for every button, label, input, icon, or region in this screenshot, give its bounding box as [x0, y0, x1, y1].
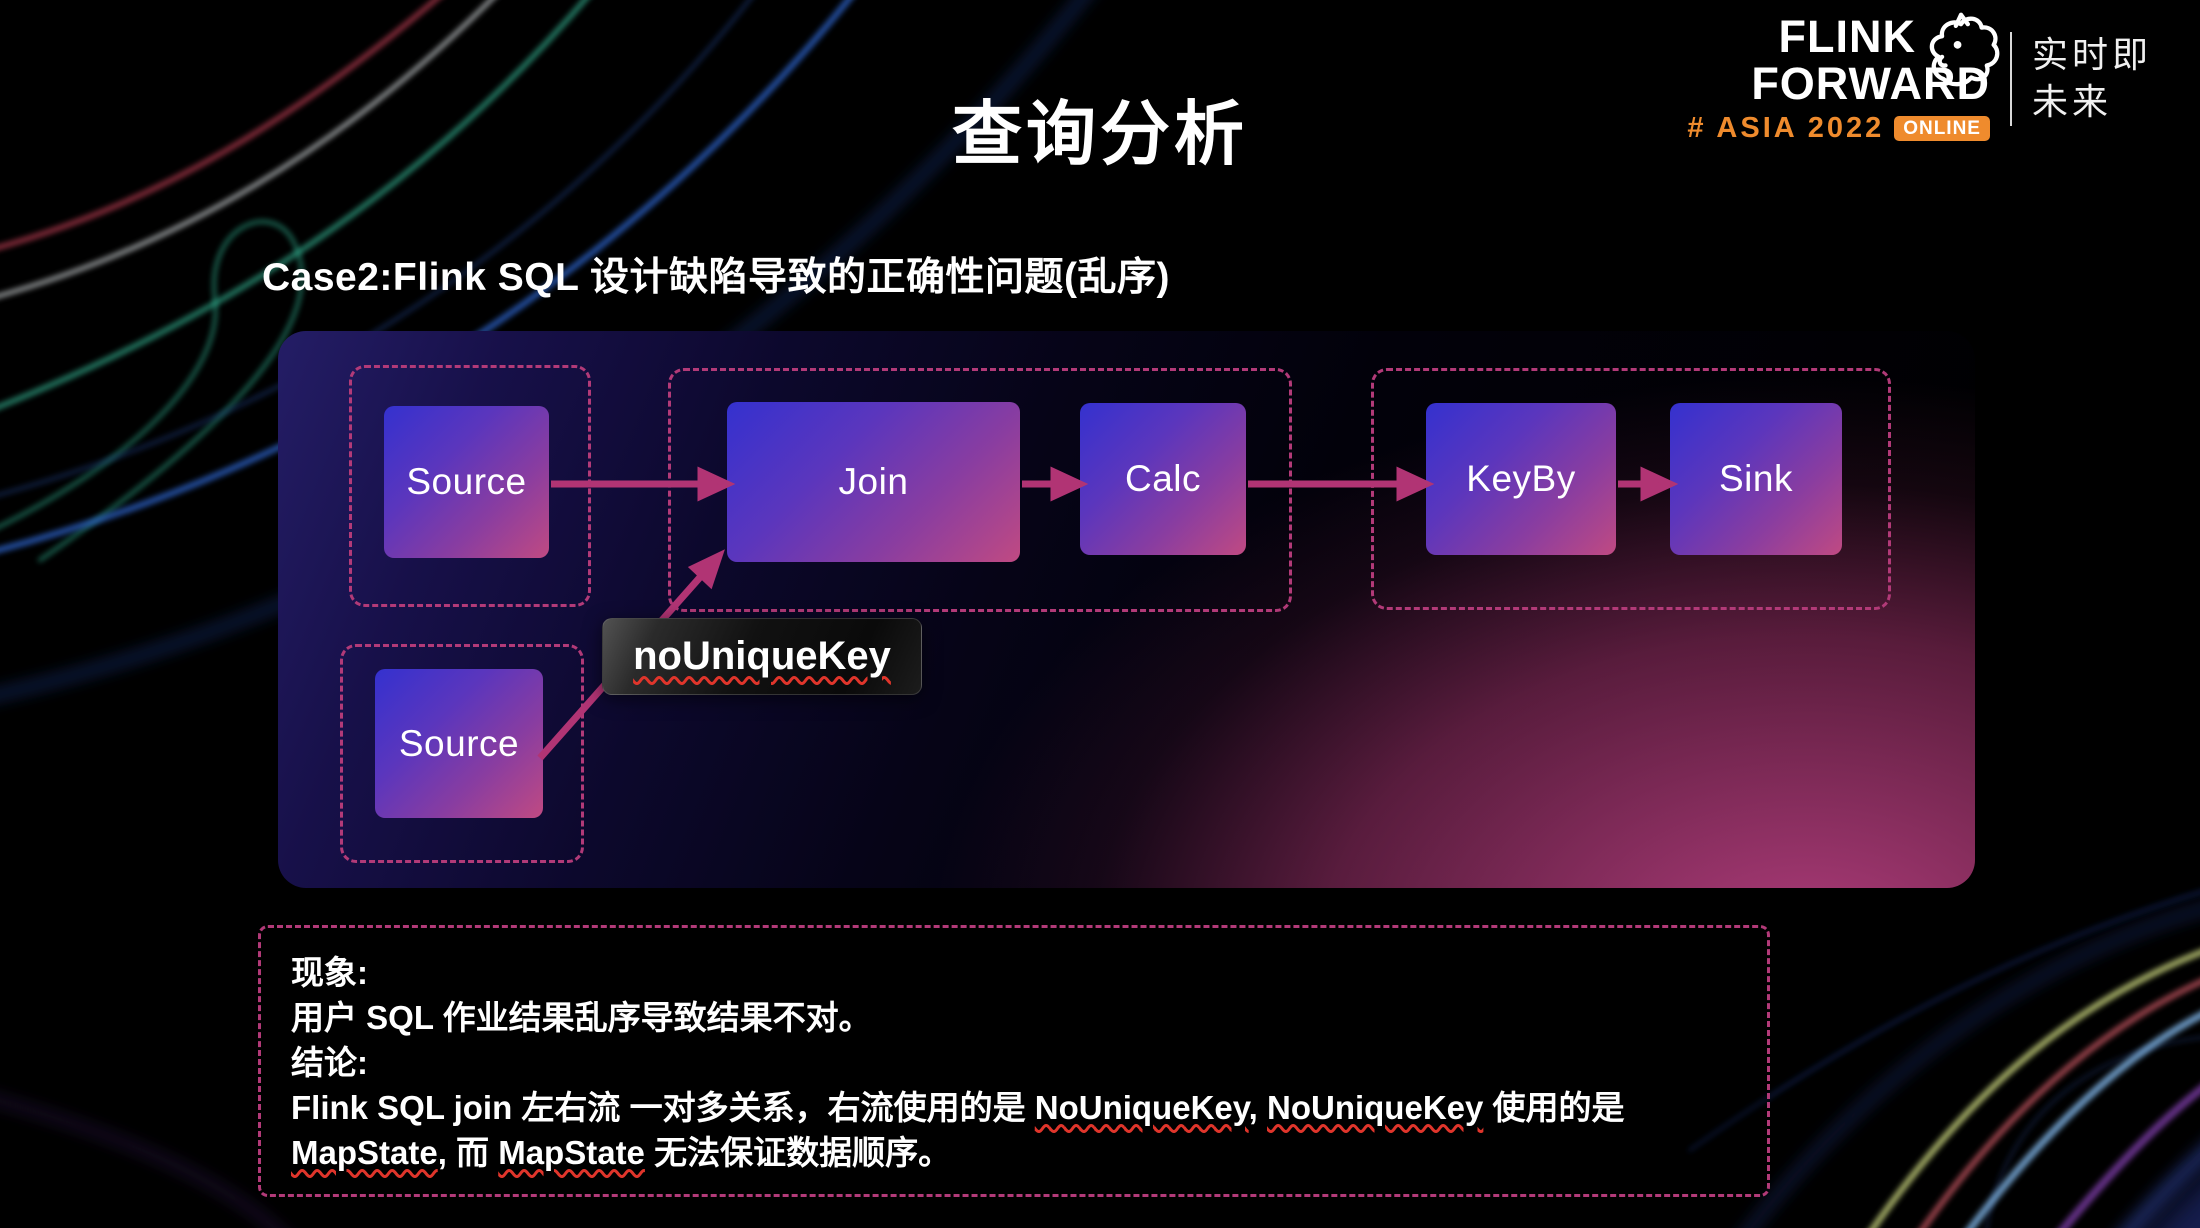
logo-tagline: 实时即 未来	[2032, 32, 2152, 126]
group-keyby-sink	[1371, 368, 1891, 610]
conclusion-text: Flink SQL join 左右流 一对多关系，右流使用的是 NoUnique…	[291, 1089, 1625, 1171]
node-sink-label: Sink	[1719, 458, 1793, 499]
node-sink: Sink	[1670, 403, 1842, 555]
notes-box: 现象: 用户 SQL 作业结果乱序导致结果不对。 结论: Flink SQL j…	[258, 925, 1770, 1197]
header-logo: FLINK FORWARD # ASIA 2022 ONLINE 实时即 未来	[1687, 11, 2152, 144]
node-calc: Calc	[1080, 403, 1246, 555]
node-source-bottom-label: Source	[398, 722, 520, 764]
node-join: Join	[727, 402, 1020, 562]
flink-squirrel-icon	[1929, 12, 2000, 87]
conclusion-label: 结论:	[291, 1044, 368, 1081]
flink-forward-wordmark: FLINK FORWARD # ASIA 2022 ONLINE	[1687, 11, 2000, 144]
tagline-line-2: 未来	[2031, 80, 2112, 122]
edge-label-text: noUniqueKey	[633, 634, 891, 678]
case-subtitle: Case2:Flink SQL 设计缺陷导致的正确性问题(乱序)	[262, 256, 1171, 299]
node-source-top: Source	[384, 406, 549, 558]
phenomenon-label: 现象:	[291, 954, 368, 991]
node-keyby-label: KeyBy	[1466, 458, 1576, 499]
logo-edition: # ASIA 2022	[1687, 112, 1885, 144]
dataflow-panel: Source Join Calc KeyBy Sink Source	[278, 331, 1975, 888]
node-join-label: Join	[838, 461, 909, 502]
page-title: 查询分析	[952, 95, 1248, 173]
edge-label-tooltip: noUniqueKey	[602, 618, 922, 695]
online-badge: ONLINE	[1894, 116, 1990, 141]
logo-line-flink: FLINK	[1778, 11, 1916, 62]
phenomenon-text: 用户 SQL 作业结果乱序导致结果不对。	[291, 999, 872, 1036]
node-keyby: KeyBy	[1426, 403, 1616, 555]
group-join-calc	[668, 368, 1292, 612]
node-source-top-label: Source	[406, 461, 527, 502]
node-calc-label: Calc	[1124, 458, 1202, 499]
logo-divider	[2009, 31, 2012, 126]
node-source-bottom: Source	[375, 669, 543, 818]
tagline-line-1: 实时即	[2031, 33, 2152, 75]
